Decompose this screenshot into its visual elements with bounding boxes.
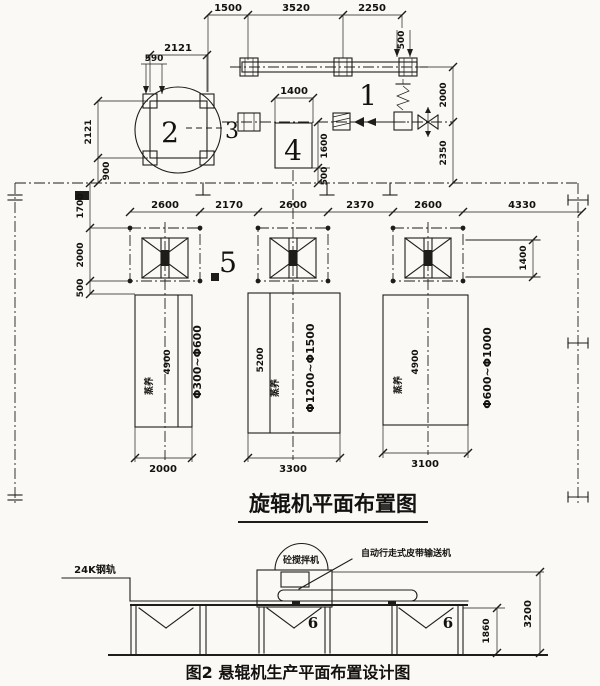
dim-1700: 1700 [76, 193, 86, 218]
pit2-width: 3300 [279, 464, 307, 475]
elevation-view: 24K钢轨 6 6 砼搅拌机 [61, 542, 548, 682]
dim-2600-a: 2600 [151, 200, 179, 211]
roller-machine-3 [404, 237, 452, 279]
dim-4330: 4330 [508, 200, 536, 211]
part-number-6a: 6 [308, 614, 318, 632]
pit1-width: 2000 [149, 464, 177, 475]
dim-2600-c: 2600 [414, 200, 442, 211]
winch-symbol [332, 112, 406, 131]
spring-hoist-symbol [393, 79, 413, 131]
pit1-name: 蒸养 [143, 377, 155, 395]
dim-500-offset: 500 [397, 31, 407, 50]
dim-3520: 3520 [282, 3, 310, 14]
dim-590: 590 [145, 54, 164, 64]
top-right-offset-dim: 500 [394, 30, 413, 57]
pit1-pipe-range: Φ300~Φ600 [191, 325, 204, 399]
pit3-name: 蒸养 [392, 376, 404, 394]
dim-2250: 2250 [358, 3, 386, 14]
dim-1400-gauge: 1400 [519, 245, 529, 270]
plan-title: 旋辊机平面布置图 [248, 492, 417, 516]
dim-1500: 1500 [214, 3, 242, 14]
belt-conveyor: 自动行走式皮带输送机 [277, 547, 451, 606]
machine-2: 2121 590 2 3 2121 900 [84, 43, 239, 188]
figure-caption: 图2 悬辊机生产平面布置设计图 [186, 663, 411, 682]
pit-funnels: 6 6 [138, 607, 454, 632]
part-number-4: 4 [284, 134, 302, 167]
conveyor-label: 自动行走式皮带输送机 [361, 547, 451, 559]
rail-annotation: 24K钢轨 [61, 563, 131, 602]
roller-machine-row: 5 1400 [127, 170, 541, 460]
grid-tick-marks [7, 182, 589, 503]
transfer-line-assembly: 4 1400 1600 500 [222, 62, 458, 188]
dim-1860: 1860 [482, 618, 492, 643]
dim-900: 900 [102, 162, 112, 181]
rail-label: 24K钢轨 [74, 563, 116, 576]
curing-pit-2: 5200 蒸养 Φ1200~Φ1500 3300 [243, 292, 345, 475]
dim-2000-right: 2000 [439, 82, 449, 107]
curing-pit-3: 4900 蒸养 Φ600~Φ1000 3100 [378, 294, 494, 470]
dim-3200: 3200 [523, 600, 534, 628]
concrete-mixer: 砼搅拌机 [256, 542, 333, 608]
machine-bay-outline-2 [255, 225, 331, 284]
elevation-pit-walls [130, 604, 464, 656]
part-number-1: 1 [359, 79, 377, 112]
pit2-pipe-range: Φ1200~Φ1500 [304, 323, 317, 412]
mixer-label: 砼搅拌机 [283, 554, 319, 566]
pit1-length: 4900 [163, 349, 173, 374]
column-marker [75, 191, 89, 200]
dim-1600: 1600 [320, 133, 330, 158]
small-mark [211, 273, 219, 281]
dim-2170: 2170 [215, 200, 243, 211]
dim-500-left: 500 [76, 279, 86, 298]
pit2-length: 5200 [256, 347, 266, 372]
overhead-rail: 1 [230, 57, 428, 112]
pit2-name: 蒸养 [269, 379, 281, 397]
part-number-2: 2 [161, 116, 179, 149]
dim-2000-left: 2000 [76, 242, 86, 267]
pit3-length: 4900 [411, 349, 421, 374]
part-number-6b: 6 [443, 614, 453, 632]
elevation-dimensions: 1860 3200 [332, 567, 545, 658]
plan-view: 1500 3520 2250 500 1 [7, 3, 589, 523]
dim-500-gap: 500 [320, 167, 330, 186]
pit3-width: 3100 [411, 459, 439, 470]
pit3-pipe-range: Φ600~Φ1000 [481, 327, 494, 409]
dim-2121-left: 2121 [84, 119, 94, 144]
curing-pit-1: 4900 蒸养 Φ300~Φ600 2000 [130, 294, 204, 475]
dim-2600-b: 2600 [279, 200, 307, 211]
roller-machine-2 [269, 237, 317, 279]
left-dimension-chain: 1700 2000 500 [76, 178, 135, 299]
part-number-3: 3 [225, 119, 239, 144]
track-lines: 1400 [465, 235, 541, 282]
row-dimension-chain: 2600 2170 2600 2370 2600 4330 [125, 200, 587, 217]
turnbuckle-symbol [417, 107, 439, 137]
part-number-5: 5 [219, 246, 237, 279]
dim-2121-top: 2121 [164, 43, 192, 54]
dim-1400-box: 1400 [280, 86, 308, 97]
site-boundary [7, 182, 589, 505]
dim-2370: 2370 [346, 200, 374, 211]
dim-2350: 2350 [439, 140, 449, 165]
